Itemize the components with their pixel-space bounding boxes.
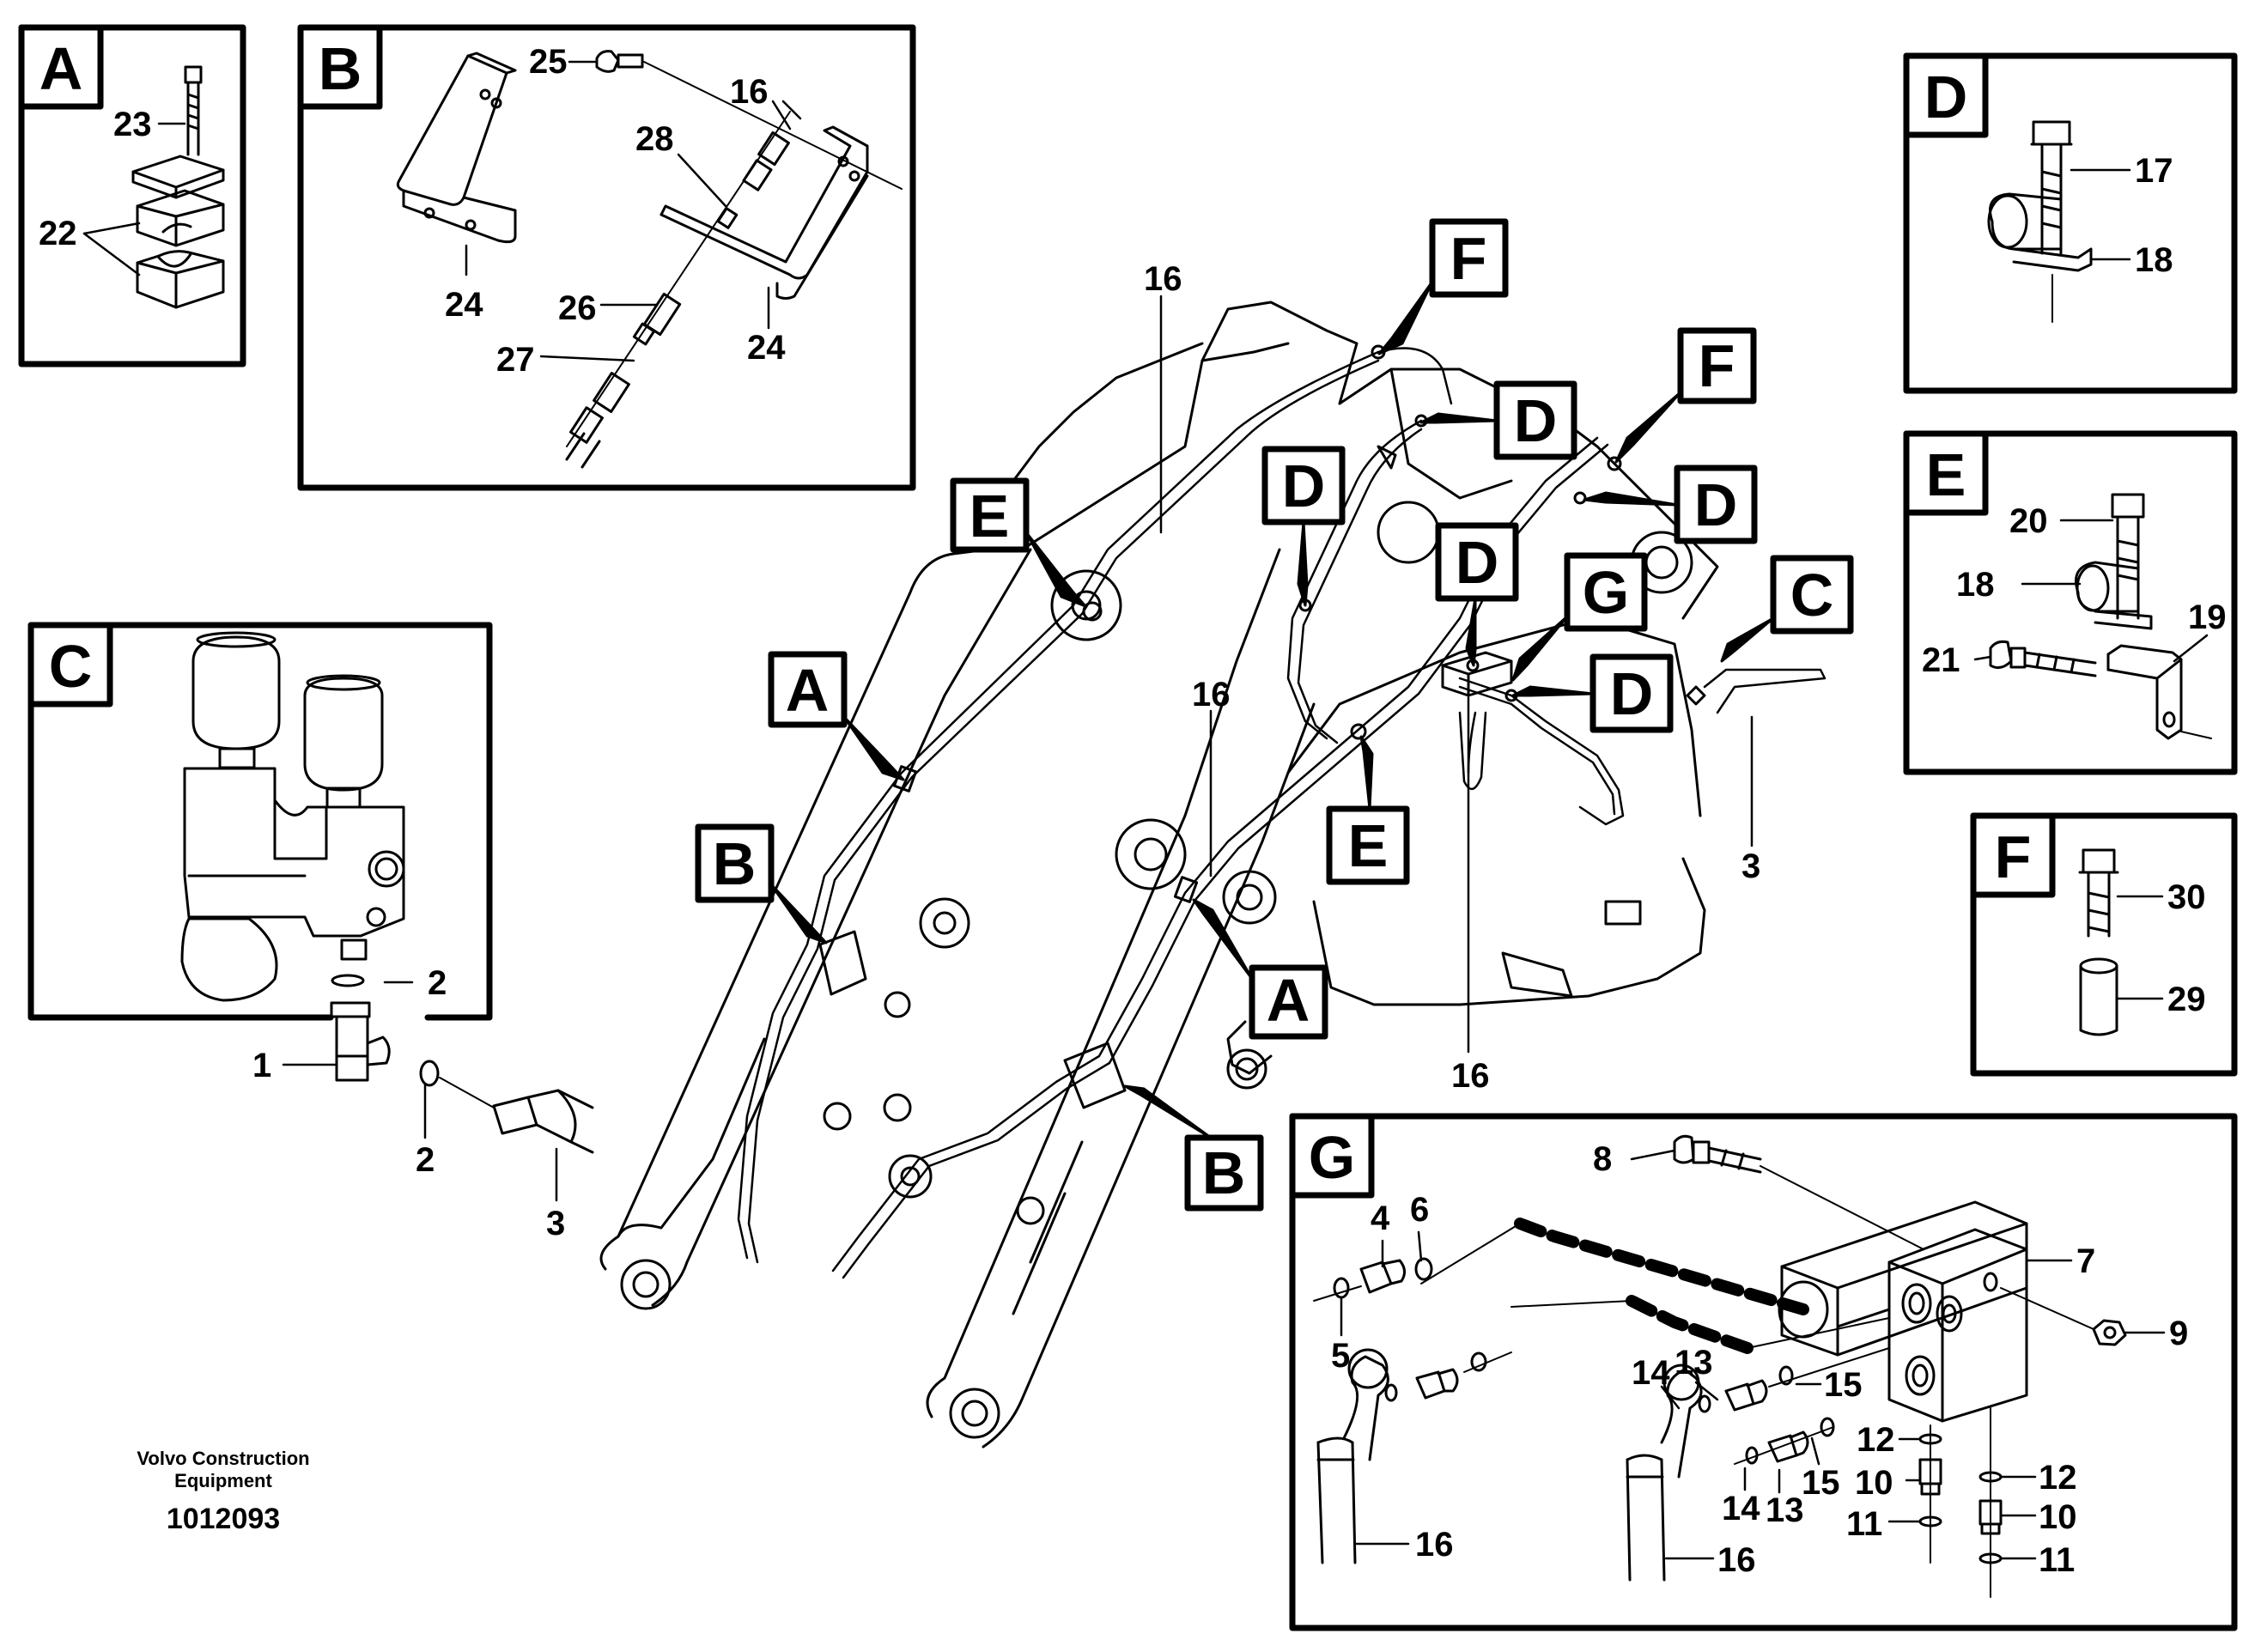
main-callout-label: 3: [1741, 847, 1760, 885]
part-label: 22: [39, 215, 77, 252]
main-callout-tag: E: [1348, 812, 1389, 879]
part-label: 8: [1593, 1140, 1612, 1178]
detail-panel-d: [1903, 52, 2238, 394]
panel-tag-e: E: [1926, 441, 1966, 508]
document-number: 1012093: [166, 1503, 281, 1535]
part-label: 9: [2169, 1315, 2188, 1352]
part-label: 17: [2135, 152, 2173, 190]
part-label: 23: [113, 106, 152, 143]
part-label: 30: [2167, 878, 2206, 916]
main-callout-tag: D: [1610, 660, 1654, 727]
publisher-footer: Volvo Construction Equipment 1012093: [120, 1448, 326, 1536]
part-label: 18: [1956, 566, 1995, 604]
part-label: 20: [2009, 502, 2048, 540]
detail-panel-b: [297, 24, 916, 491]
part-label: 15: [1824, 1366, 1863, 1404]
part-label: 13: [1675, 1344, 1713, 1382]
part-label: 24: [747, 329, 786, 367]
detail-panel-g: [1289, 1113, 2238, 1631]
main-callout-tag: A: [1267, 967, 1310, 1034]
part-label: 14: [1722, 1490, 1760, 1527]
panel-tag-c: C: [49, 633, 93, 700]
main-callout-tag: G: [1583, 559, 1629, 626]
panel-tag-b: B: [319, 35, 362, 102]
part-label: 5: [1331, 1337, 1350, 1375]
part-label: 2: [428, 964, 447, 1002]
part-label: 12: [2039, 1459, 2077, 1497]
main-callout-tag: F: [1699, 332, 1735, 399]
part-label: 10: [2039, 1498, 2077, 1536]
part-label: 13: [1766, 1491, 1804, 1529]
part-label: 11: [1846, 1505, 1882, 1543]
main-callout-label: 16: [1192, 676, 1231, 714]
part-label: 16: [1415, 1526, 1454, 1564]
panel-tag-f: F: [1995, 823, 2032, 890]
part-label: 16: [1717, 1541, 1756, 1579]
company-name-line2: Equipment: [174, 1470, 272, 1491]
part-label: 11: [2039, 1541, 2075, 1579]
detail-panel-a: [18, 24, 246, 367]
part-label: 2: [416, 1141, 435, 1179]
part-label: 6: [1410, 1191, 1429, 1229]
detail-panel-f: [1970, 812, 2238, 1077]
detail-panel-c: [27, 622, 594, 1202]
part-label: 25: [529, 43, 568, 81]
main-callout-tag: E: [969, 483, 1010, 550]
panel-tag-d: D: [1924, 64, 1968, 131]
main-callout-label: 16: [1451, 1057, 1490, 1095]
main-callout-label: 16: [1144, 260, 1182, 298]
part-label: 26: [558, 289, 597, 327]
main-callout-tag: D: [1514, 387, 1558, 454]
part-label: 7: [2076, 1242, 2095, 1280]
part-label: 4: [1371, 1200, 1390, 1237]
main-callout-tag: D: [1282, 452, 1326, 519]
main-callout-tag: D: [1694, 471, 1738, 538]
part-label: 19: [2188, 598, 2227, 636]
part-label: 21: [1922, 641, 1960, 679]
part-label: 10: [1855, 1464, 1893, 1502]
panel-tag-a: A: [40, 35, 83, 102]
part-label: 3: [546, 1205, 565, 1242]
part-label: 28: [635, 120, 674, 158]
main-callout-tag: F: [1450, 225, 1487, 292]
part-label: 12: [1857, 1421, 1895, 1459]
loader-boom-assembly: [599, 295, 1826, 1449]
part-label: 29: [2167, 981, 2206, 1018]
part-label: 16: [730, 73, 769, 111]
main-callout-tag: C: [1790, 562, 1834, 629]
main-callout-tag: A: [786, 657, 830, 724]
panel-tag-g: G: [1309, 1124, 1355, 1191]
company-name-line1: Volvo Construction: [137, 1448, 310, 1469]
part-label: 27: [496, 341, 535, 379]
main-callout-tag: D: [1456, 529, 1499, 596]
part-label: 14: [1632, 1354, 1670, 1392]
part-label: 24: [445, 286, 483, 324]
main-callout-tag: B: [1202, 1139, 1246, 1206]
part-label: 18: [2135, 241, 2173, 279]
main-view-callout-frames: [695, 218, 1854, 1212]
part-label: 15: [1802, 1464, 1840, 1502]
detail-panel-e: [1903, 430, 2238, 775]
main-callout-tag: B: [713, 830, 757, 897]
part-label: 1: [252, 1047, 271, 1084]
